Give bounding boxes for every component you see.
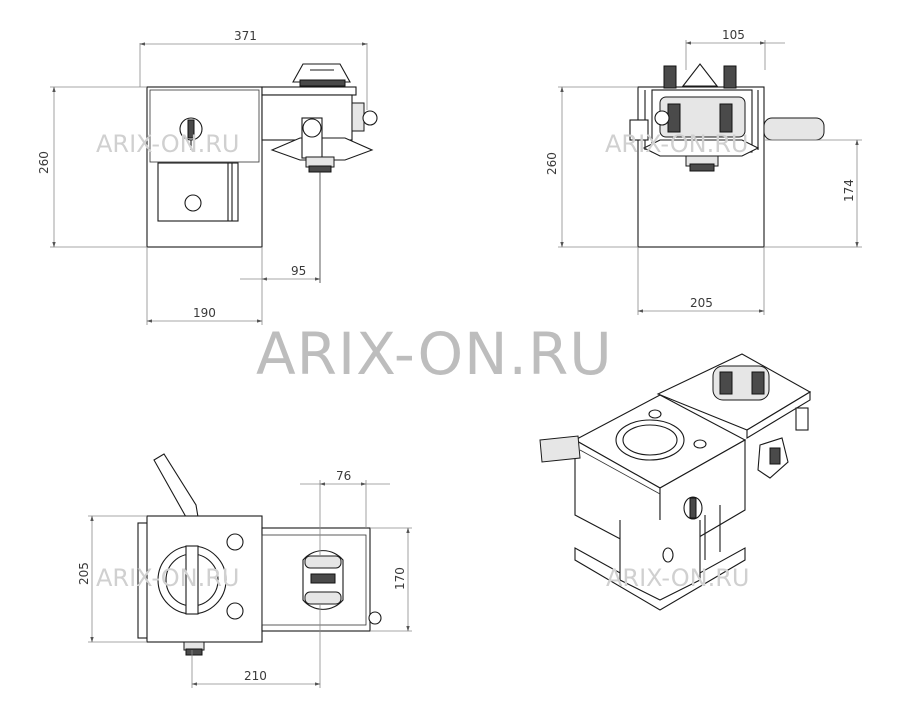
side-view-dimensions: 105 260 174 205 [545, 28, 862, 315]
side-lever-icon [763, 117, 825, 141]
top-view [137, 453, 382, 656]
dim-170: 170 [393, 567, 407, 590]
watermarks: ARIX-ON.RU ARIX-ON.RU ARIX-ON.RU ARIX-ON… [96, 130, 749, 592]
dim-190: 190 [193, 306, 216, 320]
dim-205-side: 205 [690, 296, 713, 310]
dim-174: 174 [842, 179, 856, 202]
dim-76: 76 [336, 469, 351, 483]
watermark-top: ARIX-ON.RU [96, 564, 239, 592]
dim-205-top: 205 [77, 562, 91, 585]
watermark-front: ARIX-ON.RU [96, 130, 239, 158]
mount-hole-icon [184, 194, 202, 212]
dim-260-side: 260 [545, 152, 559, 175]
angled-lever-icon [153, 453, 199, 518]
dim-210: 210 [244, 669, 267, 683]
top-view-dimensions: 205 170 76 210 [77, 469, 412, 688]
dim-371: 371 [234, 29, 257, 43]
watermark-center: ARIX-ON.RU [256, 320, 613, 388]
watermark-side: ARIX-ON.RU [605, 130, 748, 158]
side-handle-icon [362, 110, 378, 126]
front-view [146, 63, 378, 283]
dim-95: 95 [291, 264, 306, 278]
dim-260-front: 260 [37, 151, 51, 174]
watermark-iso: ARIX-ON.RU [606, 564, 749, 592]
isometric-view [539, 353, 812, 611]
dim-105: 105 [722, 28, 745, 42]
iso-handle-icon [539, 435, 581, 463]
front-view-dimensions: 371 260 95 190 [37, 29, 368, 325]
side-view [629, 63, 825, 248]
